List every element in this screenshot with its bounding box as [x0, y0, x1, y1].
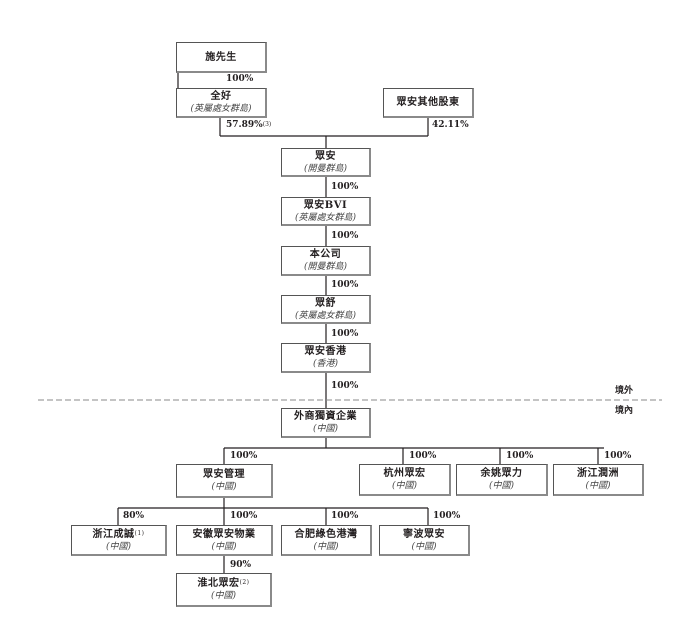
pct-others-zhongan: 42.11% [432, 120, 469, 130]
entity-zhejiang-chengcheng: 浙江成誠(1) (中國) [71, 525, 167, 556]
pct-quanhao-zhongan: 57.89%(3) [226, 120, 271, 131]
entity-name: 杭州眾宏 [383, 468, 426, 479]
entity-name: 眾舒 [315, 297, 336, 309]
entity-yuyao-zhongli: 余姚眾力 (中國) [456, 464, 548, 496]
pct-wfoe-mgmt: 100% [230, 451, 258, 461]
entity-zhejiang-runzhou: 浙江潤洲 (中國) [553, 464, 644, 496]
entity-name: 寧波眾安 [403, 528, 445, 540]
entity-jurisdiction: (中國) [105, 541, 132, 552]
entity-name-text: 浙江成誠 [92, 528, 135, 540]
entity-other-shareholders: 眾安其他股東 [383, 88, 474, 118]
pct-zhongan-bvi: 100% [331, 182, 359, 192]
entity-hefei-lvse: 合肥綠色港灣 (中國) [281, 525, 372, 556]
entity-name: 全好 [210, 91, 232, 102]
pct-wfoe-runzhou: 100% [604, 451, 632, 461]
entity-jurisdiction: (中國) [312, 424, 339, 434]
entity-huaibei-zhonghong: 淮北眾宏(2) (中國) [176, 573, 272, 607]
entity-company: 本公司 (開曼群島) [281, 246, 371, 276]
entity-jurisdiction: (中國) [313, 541, 339, 552]
pct-wfoe-hangzhou: 100% [409, 451, 437, 461]
entity-name: 眾安管理 [203, 469, 245, 480]
entity-name: 眾安其他股東 [396, 97, 460, 108]
footnote-marker: (2) [239, 579, 250, 586]
entity-name: 施先生 [205, 51, 237, 63]
entity-name: 浙江潤洲 [577, 468, 619, 479]
entity-name-text: 淮北眾宏 [197, 578, 240, 589]
footnote-marker: (1) [134, 529, 145, 537]
entity-jurisdiction: (中國) [488, 481, 515, 491]
entity-jurisdiction: (中國) [210, 591, 237, 601]
entity-jurisdiction: (英屬處女群島) [190, 104, 252, 114]
entity-jurisdiction: (開曼群島) [303, 163, 348, 174]
pct-zhongshu-hk: 100% [331, 329, 359, 339]
pct-mgmt-anhui: 100% [230, 511, 258, 521]
entity-zhongan-bvi: 眾安BVI (英屬處女群島) [281, 197, 371, 226]
footnote-marker: (3) [262, 121, 272, 128]
zone-label-onshore: 境內 [615, 406, 634, 416]
entity-name: 浙江成誠(1) [93, 528, 145, 541]
zone-label-offshore: 境外 [615, 386, 634, 396]
pct-mgmt-chengcheng: 80% [123, 511, 145, 521]
pct-company-zhongshu: 100% [331, 280, 359, 290]
entity-zhongan-hk: 眾安香港 (香港) [281, 343, 371, 373]
entity-jurisdiction: (中國) [391, 481, 418, 491]
entity-quanhao: 全好 (英屬處女群島) [176, 88, 267, 118]
pct-wfoe-yuyao: 100% [506, 451, 534, 461]
entity-name: 本公司 [309, 249, 342, 260]
entity-jurisdiction: (香港) [312, 359, 339, 369]
pct-hk-wfoe: 100% [331, 381, 359, 391]
entity-zhongshu: 眾舒 (英屬處女群島) [281, 295, 371, 324]
entity-name: 眾安 [315, 150, 336, 162]
entity-name: 淮北眾宏(2) [198, 577, 250, 590]
entity-jurisdiction: (英屬處女群島) [294, 310, 357, 321]
entity-name: 外商獨資企業 [294, 411, 357, 422]
pct-mgmt-ningbo: 100% [433, 511, 461, 521]
entity-zhongan-mgmt: 眾安管理 (中國) [176, 464, 273, 498]
entity-hangzhou-zhonghong: 杭州眾宏 (中國) [359, 464, 451, 496]
entity-anhui-zhongan: 安徽眾安物業 (中國) [176, 525, 273, 556]
pct-value: 57.89% [226, 120, 263, 130]
entity-name: 余姚眾力 [480, 468, 523, 479]
entity-zhongan: 眾安 (開曼群島) [281, 148, 371, 177]
entity-ningbo-zhongan: 寧波眾安 (中國) [379, 525, 470, 556]
pct-anhui-huaibei: 90% [230, 560, 252, 570]
entity-name: 合肥綠色港灣 [294, 528, 358, 540]
entity-wfoe: 外商獨資企業 (中國) [281, 408, 371, 438]
pct-shi-quanhao: 100% [226, 74, 254, 84]
entity-jurisdiction: (英屬處女群島) [294, 212, 357, 223]
entity-jurisdiction: (開曼群島) [303, 262, 348, 272]
entity-jurisdiction: (中國) [211, 482, 237, 492]
entity-name: 眾安BVI [303, 199, 348, 211]
entity-jurisdiction: (中國) [585, 481, 611, 491]
entity-jurisdiction: (中國) [411, 541, 437, 552]
entity-name: 安徽眾安物業 [192, 528, 256, 540]
pct-mgmt-hefei: 100% [331, 511, 359, 521]
entity-mr-shi: 施先生 [176, 42, 267, 73]
pct-bvi-company: 100% [331, 231, 359, 241]
entity-jurisdiction: (中國) [211, 541, 237, 552]
entity-name: 眾安香港 [304, 346, 347, 357]
